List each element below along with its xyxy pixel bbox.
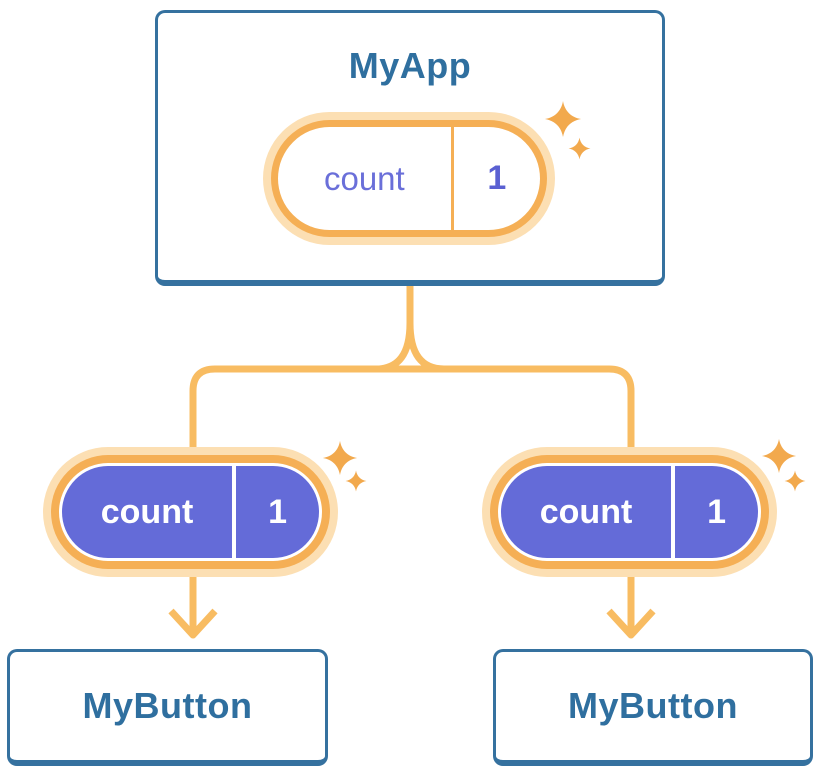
sparkle-icon: [761, 438, 797, 474]
branch-fillet-left: [375, 322, 414, 373]
state-value-label: 1: [450, 127, 540, 230]
sparkle-icon: [345, 470, 367, 492]
prop-pill-right: count 1: [482, 447, 777, 577]
arrow-down-icon: [606, 608, 656, 639]
prop-pill-body: count 1: [59, 463, 322, 561]
branch-rail-line: [189, 365, 635, 633]
sparkle-icon: [322, 440, 358, 476]
sparkle-icon: [568, 137, 591, 160]
prop-pill-fill: count 1: [501, 466, 758, 558]
state-name-label: count: [323, 159, 405, 197]
prop-pill-body: count 1: [498, 463, 761, 561]
prop-pill-ring: count 1: [51, 455, 330, 569]
prop-pill-left: count 1: [43, 447, 338, 577]
prop-name-label: count: [539, 492, 633, 531]
prop-value-label: 1: [671, 466, 758, 558]
myapp-card-title: MyApp: [348, 45, 472, 86]
mybutton-card-right: MyButton: [493, 649, 813, 766]
mybutton-card-title: MyButton: [82, 685, 253, 726]
prop-pill-fill: count 1: [62, 466, 319, 558]
state-pill-ring: count 1: [271, 120, 547, 237]
sparkle-icon: [544, 100, 582, 138]
branch-fillet-right: [406, 322, 445, 373]
sparkle-icon: [784, 470, 806, 492]
state-pill: count 1: [263, 112, 555, 245]
prop-name-label: count: [100, 492, 194, 531]
mybutton-card-left: MyButton: [7, 649, 328, 766]
prop-value-label: 1: [232, 466, 319, 558]
arrow-down-icon: [168, 608, 218, 639]
mybutton-card-title: MyButton: [568, 685, 738, 726]
prop-pill-ring: count 1: [490, 455, 769, 569]
state-pill-body: count 1: [278, 127, 540, 230]
